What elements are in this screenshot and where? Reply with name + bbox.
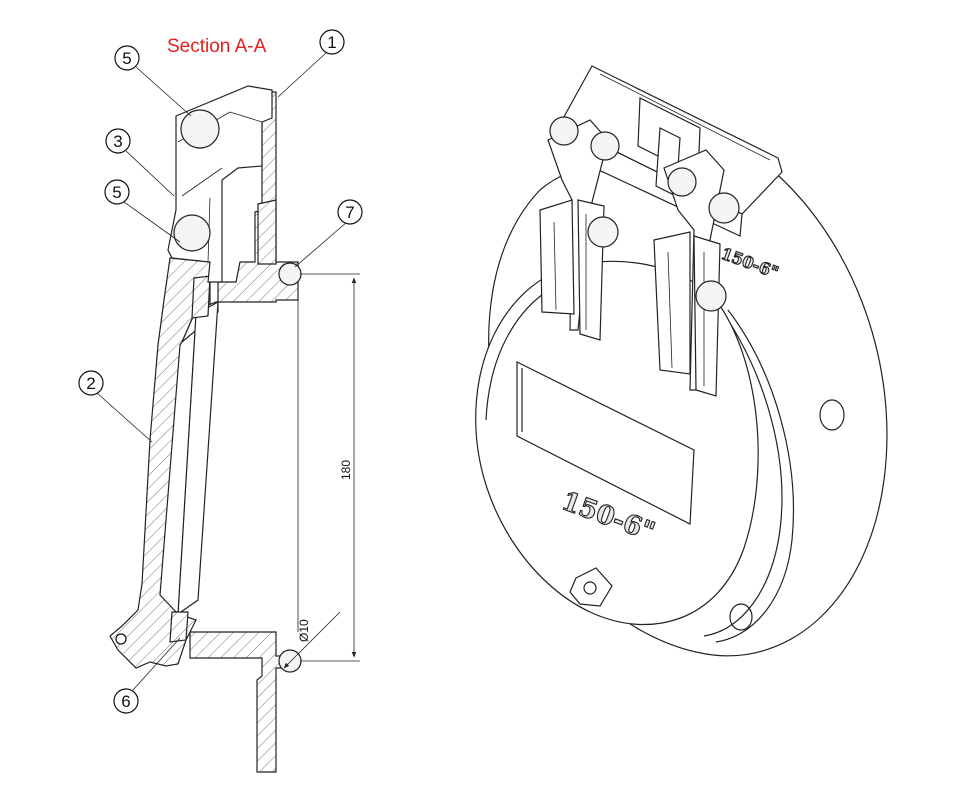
- dimension-opening: 180: [300, 273, 360, 662]
- knuckle-right-inner: [708, 192, 740, 224]
- pin-right-lower: [695, 280, 727, 312]
- dimension-pin: Ø10: [283, 611, 341, 669]
- callout-3: 3: [105, 128, 131, 154]
- callout-1: 1: [319, 29, 345, 55]
- knuckle-left-outer: [549, 116, 579, 146]
- callout-3-label: 3: [113, 132, 122, 151]
- seal-pin-lower: [278, 649, 302, 673]
- section-view: Section A-A: [78, 29, 363, 773]
- callout-1-label: 1: [327, 33, 336, 52]
- label-plate: [516, 361, 695, 525]
- knuckle-right-outer: [667, 167, 697, 197]
- callout-7-label: 7: [345, 203, 354, 222]
- pin-left-lower: [587, 216, 619, 248]
- leader-lines: [96, 51, 348, 691]
- hinge-arm: [167, 85, 277, 283]
- drain-lug: [569, 567, 613, 607]
- callout-5-lower: 5: [104, 179, 130, 205]
- callout-2: 2: [78, 370, 104, 396]
- pin-diameter-dimension: Ø10: [297, 619, 311, 642]
- seal-pin-upper: [278, 262, 302, 286]
- opening-dimension: 180: [339, 460, 353, 480]
- callout-5-upper: 5: [114, 45, 140, 71]
- hinge-pin-upper: [180, 109, 220, 149]
- callout-2-label: 2: [86, 374, 95, 393]
- callout-6: 6: [113, 688, 139, 714]
- callout-5-upper-label: 5: [122, 49, 131, 68]
- hinge-pin-lower: [173, 214, 211, 252]
- knuckle-left-inner: [590, 131, 620, 161]
- bolt-hole-right: [819, 399, 845, 431]
- hinge-arm-left: [539, 119, 609, 341]
- section-title: Section A-A: [167, 36, 267, 57]
- isometric-view: 150-6": [475, 65, 888, 657]
- flap: [109, 257, 219, 669]
- callout-5-lower-label: 5: [112, 183, 121, 202]
- callout-7: 7: [337, 199, 363, 225]
- callout-6-label: 6: [121, 692, 130, 711]
